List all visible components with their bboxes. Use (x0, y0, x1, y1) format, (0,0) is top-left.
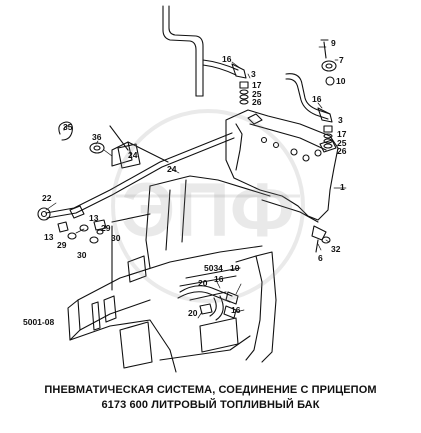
callout-13: 13 (89, 213, 99, 223)
callout-26: 26 (252, 97, 262, 107)
callout-10: 10 (336, 76, 346, 86)
callout-17: 17 (252, 80, 262, 90)
callout-25: 25 (337, 138, 347, 148)
watermark-logo (111, 109, 305, 303)
coupling-head (58, 121, 141, 169)
callout-13: 13 (44, 232, 54, 242)
callout-17: 17 (337, 129, 347, 139)
leader-lines (45, 46, 347, 319)
callout-16: 16 (312, 94, 322, 104)
callout-16: 16 (214, 274, 224, 284)
callout-32: 32 (331, 244, 341, 254)
chassis-frame (67, 175, 277, 373)
callout-30: 30 (111, 233, 121, 243)
callout-5034: 5034 (204, 263, 223, 273)
callout-16: 16 (231, 305, 241, 315)
callout-36: 36 (92, 132, 102, 142)
left-fittings (37, 205, 107, 244)
callout-10: 10 (230, 263, 240, 273)
callout-1: 1 (340, 182, 345, 192)
caption-subtitle: 6173 600 ЛИТРОВЫЙ ТОПЛИВНЫЙ БАК (101, 399, 320, 411)
callout-3: 3 (338, 115, 343, 125)
lower-hose-assembly (177, 285, 239, 321)
air-pipe (162, 5, 331, 120)
callout-22: 22 (42, 193, 52, 203)
callout-16: 16 (222, 54, 232, 64)
callout-6: 6 (318, 253, 323, 263)
caption-title: ПНЕВМАТИЧЕСКАЯ СИСТЕМА, СОЕДИНЕНИЕ С ПРИ… (44, 384, 377, 396)
trailer-hose (45, 132, 235, 219)
callout-30: 30 (77, 250, 87, 260)
callout-20: 20 (188, 308, 198, 318)
callout-24: 24 (167, 164, 177, 174)
right-fittings (311, 225, 331, 253)
callout-25: 25 (252, 89, 262, 99)
callout-20: 20 (198, 278, 208, 288)
callout-3: 3 (251, 69, 256, 79)
callout-29: 29 (101, 223, 111, 233)
callout-9: 9 (331, 38, 336, 48)
callout-35: 35 (63, 122, 73, 132)
callout-24: 24 (128, 150, 138, 160)
callout-26: 26 (337, 146, 347, 156)
callout-labels: 9 7 10 16 3 17 25 26 16 3 17 25 26 35 36… (23, 38, 347, 327)
drawing-code: 5001-08 (23, 317, 54, 327)
mounting-bracket (225, 109, 339, 223)
callout-29: 29 (57, 240, 67, 250)
callout-7: 7 (339, 55, 344, 65)
upper-fittings (231, 39, 337, 149)
watermark-text: ЭПФ (121, 168, 295, 253)
